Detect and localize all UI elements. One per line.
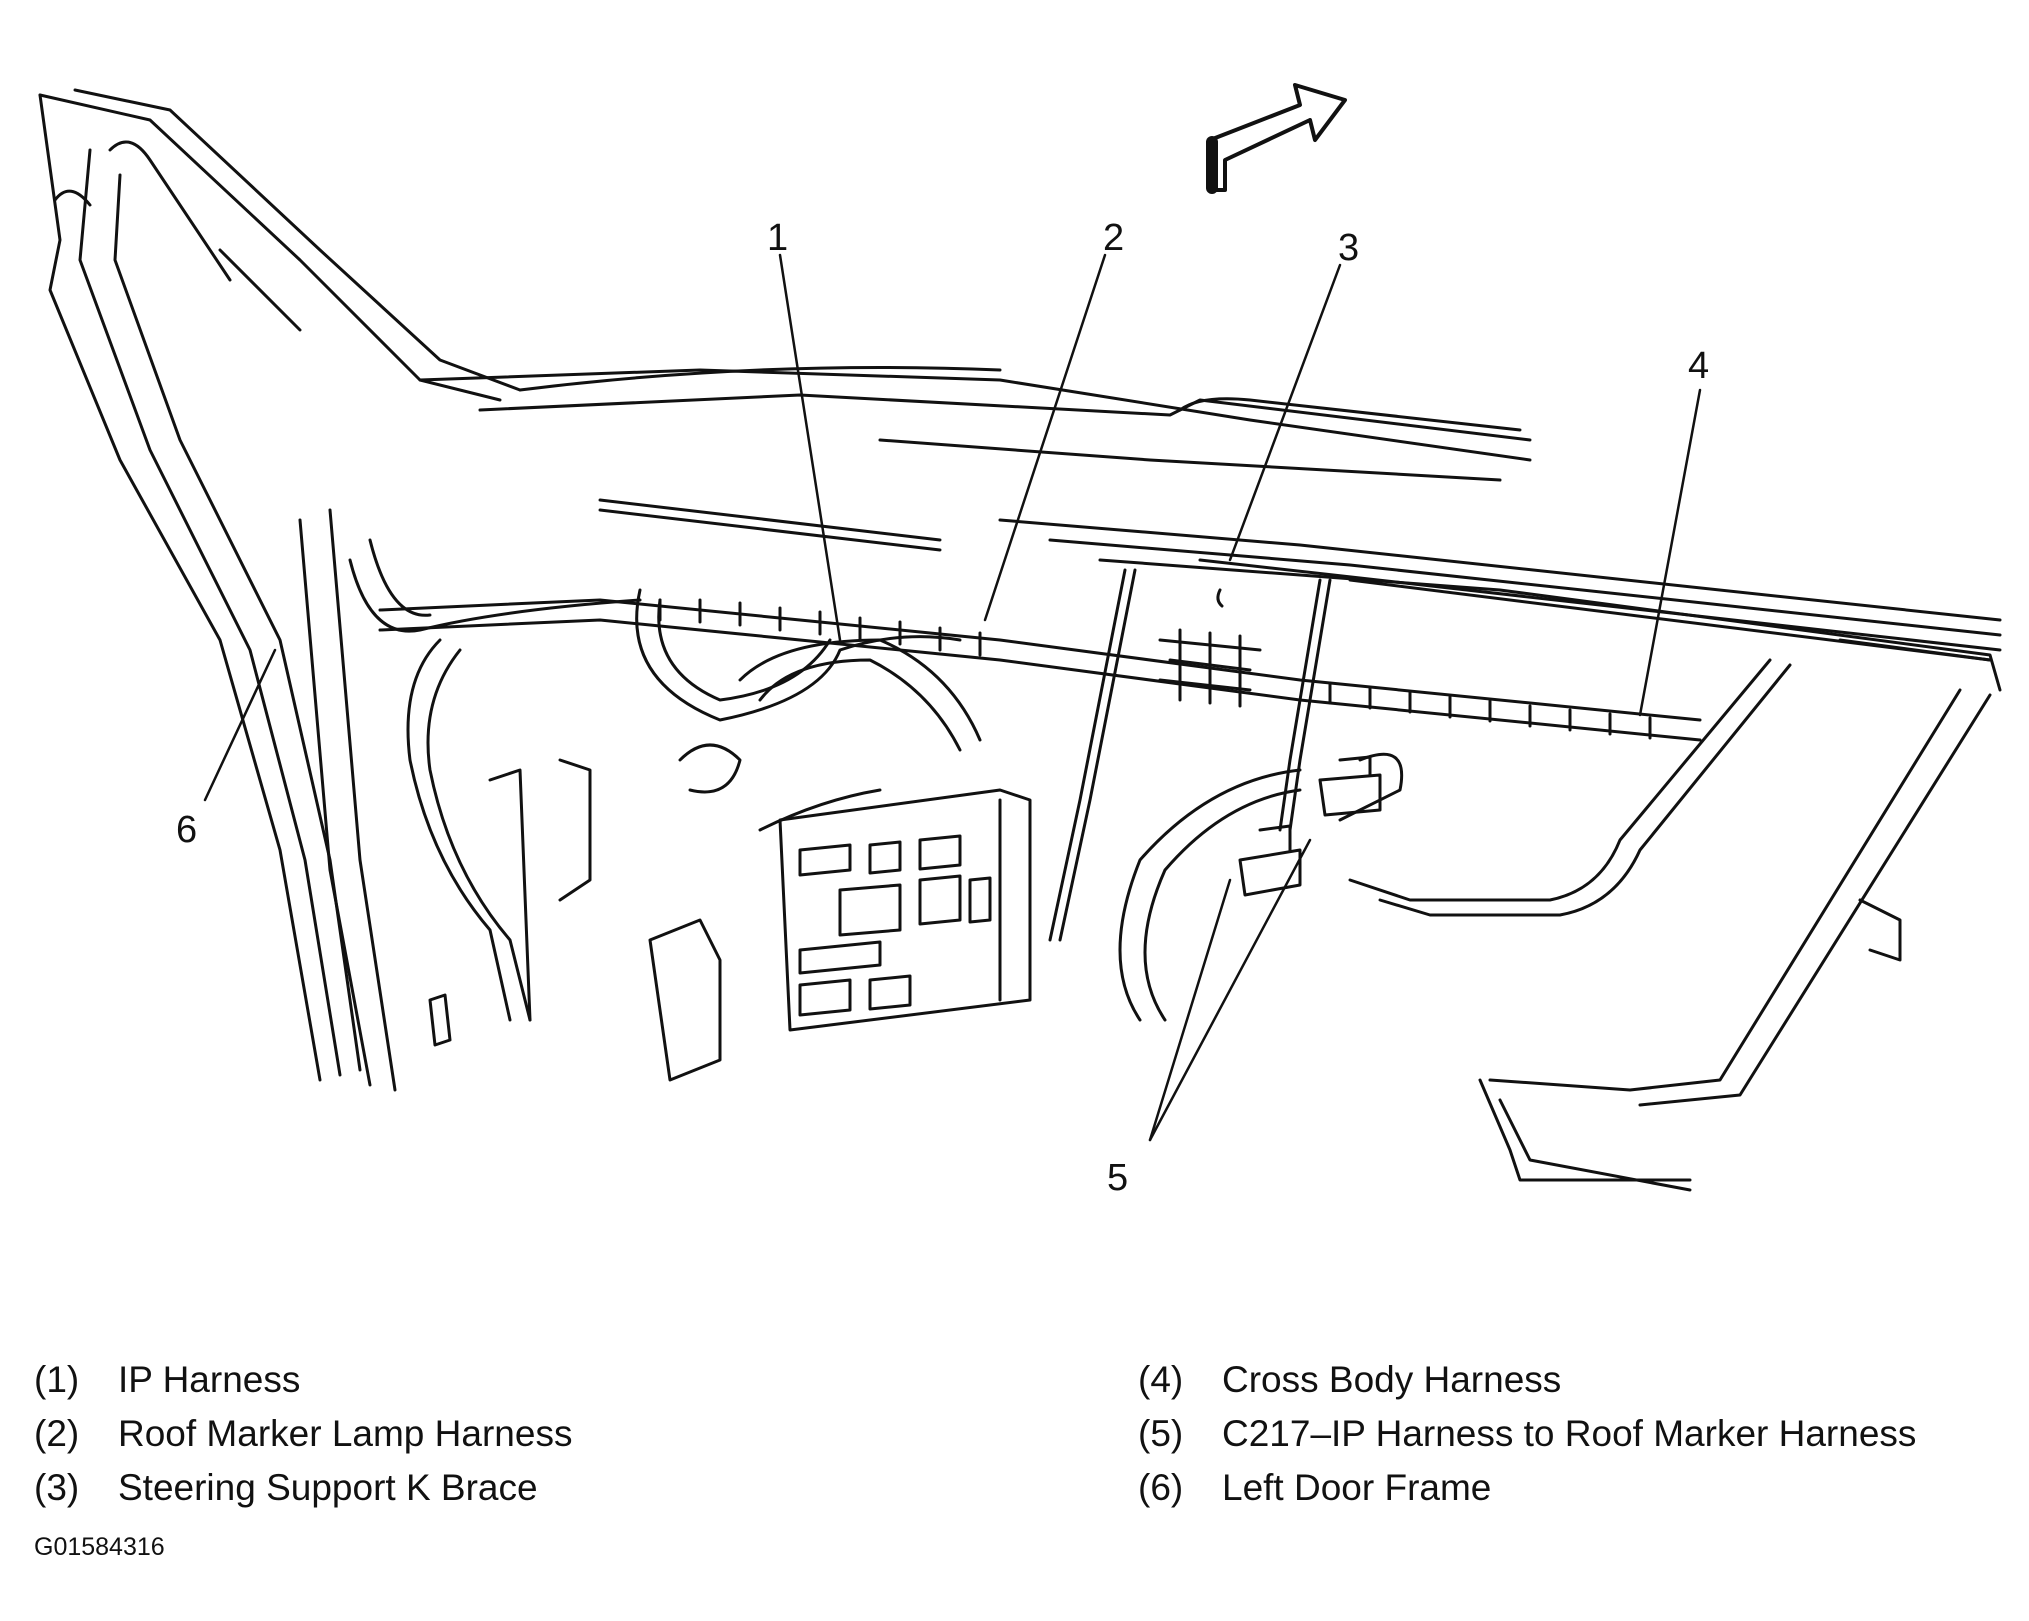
callout-4: 4 <box>1688 345 1709 387</box>
legend-number: (6) <box>1138 1467 1184 1508</box>
legend-item: (1) IP Harness <box>34 1353 572 1407</box>
forward-arrow-icon <box>1206 83 1347 194</box>
legend-item: (6) Left Door Frame <box>1138 1461 1916 1515</box>
callout-5: 5 <box>1107 1157 1128 1199</box>
instrument-panel <box>418 366 2002 692</box>
leader-lines <box>203 253 1702 1142</box>
lower-structure <box>428 658 1992 1192</box>
legend-item: (5) C217–IP Harness to Roof Marker Harne… <box>1138 1407 1916 1461</box>
legend-item: (3) Steering Support K Brace <box>34 1461 572 1515</box>
legend-number: (3) <box>34 1467 80 1508</box>
cross-body-harness <box>378 598 1702 742</box>
legend-right: (4) Cross Body Harness (5) C217–IP Harne… <box>1138 1353 1916 1515</box>
legend-left: (1) IP Harness (2) Roof Marker Lamp Harn… <box>34 1353 572 1515</box>
legend-text: Roof Marker Lamp Harness <box>118 1413 573 1454</box>
figure-id: G01584316 <box>34 1533 165 1561</box>
steering-support-k-brace <box>1048 568 1332 942</box>
connector-c217 <box>1238 755 1382 897</box>
legend-number: (4) <box>1138 1359 1184 1400</box>
callout-6: 6 <box>176 809 197 851</box>
legend-text: IP Harness <box>118 1359 301 1400</box>
left-door-frame <box>38 88 522 1092</box>
legend-number: (5) <box>1138 1413 1184 1454</box>
fuse-block <box>758 788 1032 1032</box>
legend-item: (2) Roof Marker Lamp Harness <box>34 1407 572 1461</box>
legend-number: (1) <box>34 1359 80 1400</box>
callout-1: 1 <box>767 217 788 259</box>
legend-item: (4) Cross Body Harness <box>1138 1353 1916 1407</box>
callout-3: 3 <box>1338 227 1359 269</box>
legend-text: C217–IP Harness to Roof Marker Harness <box>1222 1413 1917 1454</box>
harness-diagram: 1 2 3 4 5 6 <box>38 83 2002 1199</box>
legend-number: (2) <box>34 1413 80 1454</box>
legend-text: Cross Body Harness <box>1222 1359 1562 1400</box>
callout-2: 2 <box>1103 217 1124 259</box>
callout-numbers: 1 2 3 4 5 6 <box>176 217 1709 1199</box>
legend-text: Steering Support K Brace <box>118 1467 538 1508</box>
ip-harness <box>348 538 1404 1022</box>
legend-text: Left Door Frame <box>1222 1467 1492 1508</box>
